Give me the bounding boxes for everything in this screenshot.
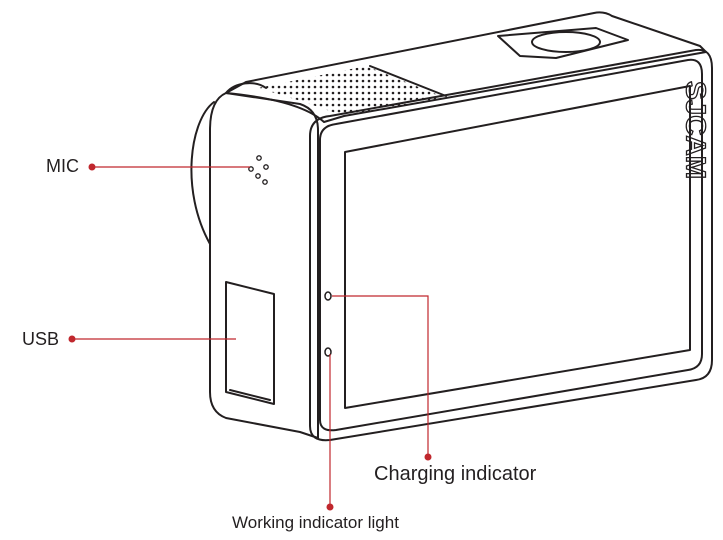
mic-hole xyxy=(255,173,261,179)
working-indicator-label: Working indicator light xyxy=(232,513,399,532)
mic-hole xyxy=(262,179,268,185)
shutter-button xyxy=(531,31,601,53)
working-callout-dot xyxy=(326,503,334,511)
usb-callout-dot xyxy=(68,335,76,343)
speaker-grille xyxy=(258,66,446,116)
mic-callout-dot xyxy=(88,163,96,171)
front-bezel xyxy=(319,58,703,432)
usb-door-edge xyxy=(229,389,271,401)
usb-label: USB xyxy=(22,329,60,349)
charging-indicator-label: Charging indicator xyxy=(374,463,537,485)
lens-outline xyxy=(190,101,215,245)
working-led xyxy=(324,347,332,357)
usb-door xyxy=(225,281,275,405)
charging-callout-dot xyxy=(424,453,432,461)
mic-label: MIC xyxy=(46,156,79,176)
charging-led xyxy=(324,291,332,301)
brand-logo: SJCAM xyxy=(681,81,712,179)
mic-hole xyxy=(256,155,262,161)
mic-hole xyxy=(248,166,254,172)
charging-callout-line xyxy=(332,295,429,457)
camera-side xyxy=(209,92,319,439)
mic-hole xyxy=(263,164,269,170)
camera-top xyxy=(225,11,707,123)
touchscreen xyxy=(344,85,691,409)
top-panel-divider xyxy=(369,65,447,97)
camera-front xyxy=(309,48,713,442)
